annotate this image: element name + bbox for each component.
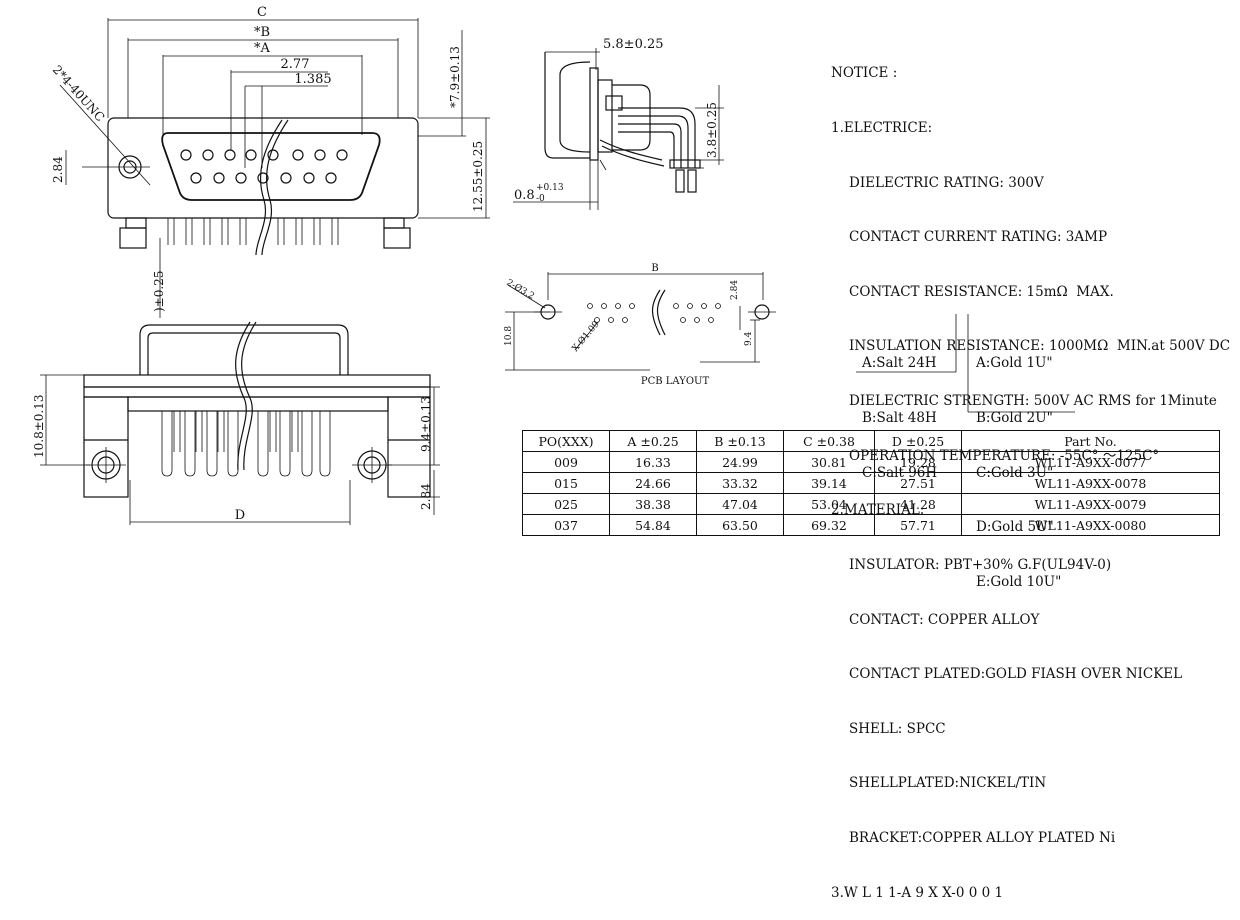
table-row: 037 54.84 63.50 69.32 57.71 WL11-A9XX-00…	[522, 514, 1220, 536]
dim-c-label: C	[257, 5, 267, 20]
table-header-row: PO(XXX) A ±0.25 B ±0.13 C ±0.38 D ±0.25 …	[522, 430, 1220, 452]
thread-note: 2*4-40UNC	[50, 63, 108, 125]
dim-1255: 12.55±0.25	[471, 141, 485, 212]
dim-284-front: 2.84	[51, 156, 65, 183]
table-cell: 16.33	[609, 451, 697, 473]
table-cell: WL11-A9XX-0080	[961, 514, 1220, 536]
table-cell: 33.32	[696, 472, 784, 494]
table-cell: 037	[522, 514, 610, 536]
table-cell: 54.84	[609, 514, 697, 536]
table-cell: 24.99	[696, 451, 784, 473]
table-cell: 19.28	[874, 451, 962, 473]
material-line: SHELLPLATED:NICKEL/TIN	[849, 775, 1047, 792]
table-cell: 41.28	[874, 493, 962, 515]
dim-b-label: *B	[254, 25, 270, 40]
electric-line: CONTACT RESISTANCE: 15mΩ MAX.	[849, 283, 1114, 300]
pcb-layout: B 2-Ø3.2 X-Ø1.09 2.84 10.8 9.4 P	[504, 263, 776, 387]
part-code: 3.W L 1 1-A 9 X X-0 0 0 1	[831, 884, 1004, 901]
dim-94-bottom: 9.4±0.13	[419, 396, 433, 452]
table-header: A ±0.25	[609, 430, 697, 452]
gold-option: E:Gold 10U"	[976, 573, 1062, 590]
dim-79: *7.9±0.13	[448, 46, 462, 108]
table-cell: 015	[522, 472, 610, 494]
pcb-dim-94: 9.4	[744, 331, 754, 346]
material-line: BRACKET:COPPER ALLOY PLATED Ni	[849, 829, 1116, 846]
table-row: 015 24.66 33.32 39.14 27.51 WL11-A9XX-00…	[522, 472, 1220, 494]
dim-08-tol-minus: -0	[536, 194, 545, 204]
table-cell: 63.50	[696, 514, 784, 536]
table-cell: WL11-A9XX-0078	[961, 472, 1220, 494]
table-header: Part No.	[961, 430, 1220, 452]
material-line: SHELL: SPCC	[849, 720, 946, 737]
dim-025-left: )±0.25	[152, 271, 166, 312]
dim-284-bottom: 2.84	[419, 483, 433, 510]
dim-a-label: *A	[254, 41, 271, 56]
table-cell: 53.04	[783, 493, 875, 515]
table-cell: 47.04	[696, 493, 784, 515]
gold-option: B:Gold 2U"	[976, 410, 1053, 427]
pcb-dim-108: 10.8	[504, 326, 514, 346]
salt-option: B:Salt 48H	[862, 410, 937, 427]
table-cell: 025	[522, 493, 610, 515]
dim-108-bottom: 10.8±0.13	[32, 395, 46, 459]
drawing-sheet: C *B *A 2.77 1.385	[32, 5, 1231, 901]
electric-line: DIELECTRIC STRENGTH: 500V AC RMS for 1Mi…	[849, 393, 1217, 410]
table-row: 009 16.33 24.99 30.81 19.28 WL11-A9XX-00…	[522, 451, 1220, 473]
pcb-hole-109: X-Ø1.09	[570, 319, 602, 354]
table-cell: 69.32	[783, 514, 875, 536]
table-header: B ±0.13	[696, 430, 784, 452]
bottom-view: 10.8±0.13 9.4±0.13 2.84 D	[32, 321, 440, 525]
dim-08: 0.8	[514, 188, 535, 203]
pcb-caption: PCB LAYOUT	[641, 376, 710, 387]
electric-line: INSULATION RESISTANCE: 1000MΩ MIN.at 500…	[849, 338, 1231, 355]
electric-line: DIELECTRIC RATING: 300V	[849, 174, 1044, 191]
table-header: D ±0.25	[874, 430, 962, 452]
gold-option: A:Gold 1U"	[976, 355, 1053, 372]
pcb-hole-32: 2-Ø3.2	[505, 277, 537, 302]
table-cell: 57.71	[874, 514, 962, 536]
table-cell: WL11-A9XX-0079	[961, 493, 1220, 515]
front-pin-tails	[167, 218, 339, 245]
table-cell: 27.51	[874, 472, 962, 494]
notice-title: NOTICE :	[831, 65, 898, 82]
dimension-table: PO(XXX) A ±0.25 B ±0.13 C ±0.38 D ±0.25 …	[522, 430, 1220, 536]
part-code-brackets	[856, 314, 1075, 413]
front-view: C *B *A 2.77 1.385	[50, 5, 490, 318]
dim-58: 5.8±0.25	[603, 37, 664, 52]
table-header: PO(XXX)	[522, 430, 610, 452]
electric-section-title: 1.ELECTRICE:	[831, 120, 933, 137]
bottom-pins	[161, 411, 331, 477]
pcb-dim-284: 2.84	[730, 280, 740, 300]
table-row: 025 38.38 47.04 53.04 41.28 WL11-A9XX-00…	[522, 493, 1220, 515]
table-cell: 009	[522, 451, 610, 473]
table-cell: 39.14	[783, 472, 875, 494]
material-line: CONTACT PLATED:GOLD FIASH OVER NICKEL	[849, 666, 1183, 683]
salt-option: A:Salt 24H	[862, 355, 937, 372]
table-cell: 24.66	[609, 472, 697, 494]
pcb-holes	[587, 303, 721, 323]
dim-277-label: 2.77	[281, 57, 310, 72]
table-cell: 38.38	[609, 493, 697, 515]
table-cell: WL11-A9XX-0077	[961, 451, 1220, 473]
pcb-dim-b: B	[651, 263, 658, 274]
table-cell: 30.81	[783, 451, 875, 473]
technical-drawing: C *B *A 2.77 1.385	[32, 5, 1075, 525]
dim-1385-label: 1.385	[294, 72, 331, 87]
material-line: CONTACT: COPPER ALLOY	[849, 611, 1040, 628]
electric-line: CONTACT CURRENT RATING: 3AMP	[849, 229, 1108, 246]
side-view: 5.8±0.25 3.8±0.25 0.8 +0.13 -0	[513, 37, 724, 210]
dim-08-tol-plus: +0.13	[536, 183, 564, 193]
dim-38: 3.8±0.25	[705, 102, 719, 158]
table-header: C ±0.38	[783, 430, 875, 452]
dim-d-label: D	[235, 508, 245, 523]
